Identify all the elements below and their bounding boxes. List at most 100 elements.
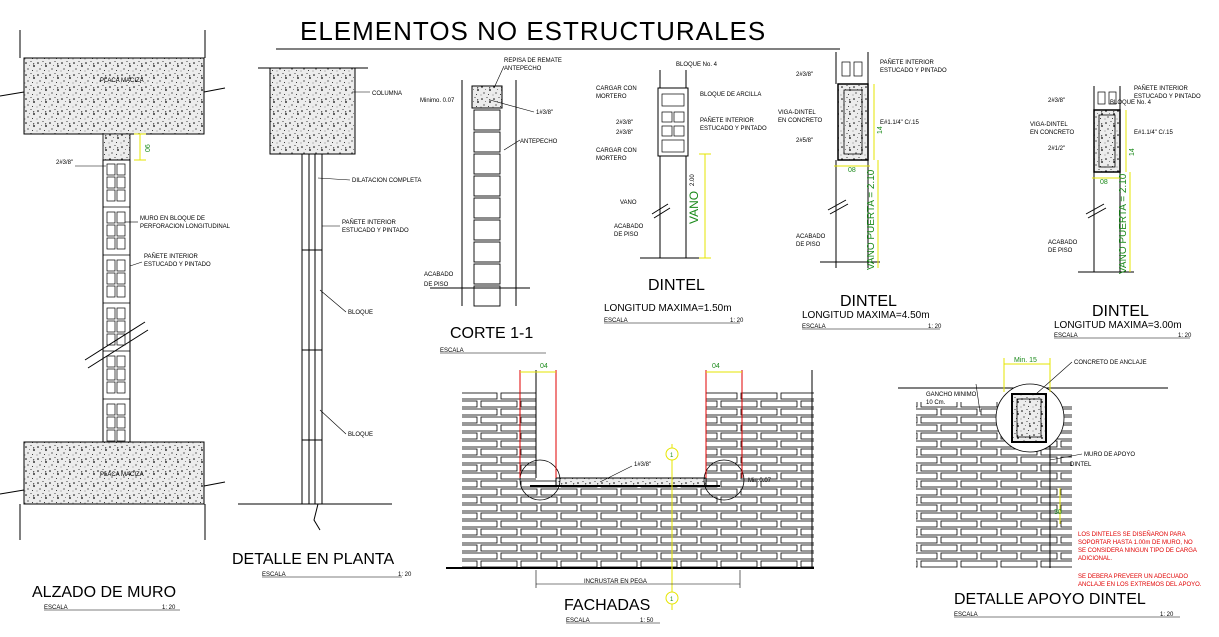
dintel1-scale-value: 1: 20	[730, 318, 744, 324]
block-cell	[116, 403, 126, 416]
planta-note-block-1: BLOQUE	[348, 310, 373, 316]
main-title: ELEMENTOS NO ESTRUCTURALES	[300, 16, 766, 46]
planta-scale-value: 1: 20	[398, 572, 412, 578]
alzado-title: ALZADO DE MURO	[32, 584, 176, 601]
block-cell	[116, 320, 126, 333]
dintel-1-detail: 2.00 VANO BLOQUE No. 4 CARGAR CON MORTER…	[596, 62, 767, 324]
fachadas-detail: 04 04 1 1 1#3/8" Min.0.07 INCRUSTAR EN P…	[446, 363, 814, 624]
apoyo-dim-min: Min. 15	[1014, 357, 1037, 364]
fachadas-dim-right: 04	[712, 363, 720, 370]
dintel2-dim-door: VANO PUERTA = 2.10	[866, 169, 877, 270]
apoyo-scale-value: 1: 20	[1160, 612, 1174, 618]
apoyo-red-note-1d: ADICIONAL.	[1078, 556, 1112, 562]
fachadas-note-pega: INCRUSTAR EN PEGA	[584, 579, 647, 585]
alzado-note-wall-2: PERFORACION LONGITUDINAL	[140, 224, 231, 230]
fachadas-section-mark-bottom: 1	[670, 597, 674, 603]
block-cell	[106, 307, 116, 320]
dintel3-note-finish-2: ESTUCADO Y PINTADO	[1134, 94, 1201, 100]
main-title-group: ELEMENTOS NO ESTRUCTURALES	[276, 16, 840, 50]
detalle-apoyo-dintel-detail: Min. 15 30 CONCRETO DE ANCLAJE GANCHO MI…	[898, 357, 1202, 618]
block-cell	[106, 285, 116, 298]
dintel1-note-floor: ACABADO	[614, 224, 644, 230]
dintel2-note-r2: 2#5/8"	[796, 138, 813, 144]
alzado-note-finish: PAÑETE INTERIOR	[144, 253, 199, 260]
block-cell	[116, 416, 126, 429]
block-cell	[116, 285, 126, 298]
dintel1-scale-label: ESCALA	[604, 318, 628, 324]
block-cell	[106, 211, 116, 224]
dintel3-dim-door: VANO PUERTA = 2.10	[1118, 173, 1129, 274]
apoyo-note-dintel: DINTEL	[1070, 462, 1092, 468]
apoyo-note-hook: GANCHO MINIMO	[926, 392, 977, 398]
block-cell	[106, 429, 116, 442]
dintel2-note-floor-2: DE PISO	[796, 242, 821, 248]
parapet-blocks	[473, 109, 501, 307]
dintel2-note-r1: 2#3/8"	[796, 72, 813, 78]
corte-note-min: Minimo. 0.07	[420, 98, 455, 104]
dintel3-note-r1: 2#3/8"	[1048, 98, 1065, 104]
alzado-note-wall: MURO EN BLOQUE DE	[140, 216, 205, 222]
apoyo-title: DETALLE APOYO DINTEL	[954, 591, 1146, 608]
dintel2-note-finish: PAÑETE INTERIOR	[880, 59, 935, 66]
dintel-2-detail: 14 08 VANO PUERTA = 2.10 2#3/8" PAÑETE I…	[778, 52, 947, 330]
dintel3-scale-label: ESCALA	[1054, 333, 1078, 339]
dintel3-note-block: BLOQUE No. 4	[1110, 100, 1152, 106]
block-cell	[106, 320, 116, 333]
alzado-rebar-label: 2#3/8"	[56, 160, 73, 166]
alzado-scale-value: 1: 20	[162, 605, 176, 611]
dintel3-scale-value: 1: 20	[1178, 333, 1192, 339]
dintel1-note-r1: 2#3/8"	[616, 120, 633, 126]
block-cell	[106, 333, 116, 346]
block-cell	[106, 259, 116, 272]
corte-title: CORTE 1-1	[450, 325, 533, 342]
dintel1-note-vano: VANO	[620, 200, 637, 206]
apoyo-red-note-1c: SE CONSIDERA NINGUN TIPO DE CARGA	[1078, 548, 1197, 554]
dintel1-length: LONGITUD MAXIMA=1.50m	[604, 303, 732, 314]
dintel1-note-finish-2: ESTUCADO Y PINTADO	[700, 126, 767, 132]
wall-blocks	[103, 163, 130, 448]
dintel2-dim-a: 14	[877, 126, 884, 134]
block-cell	[106, 416, 116, 429]
block-cell	[116, 211, 126, 224]
dintel2-note-floor: ACABADO	[796, 234, 826, 240]
dintel2-scale-label: ESCALA	[802, 324, 826, 330]
planta-title: DETALLE EN PLANTA	[232, 551, 394, 568]
block-cell	[473, 131, 501, 153]
dintel3-dim-a: 14	[1129, 148, 1136, 156]
fachadas-title: FACHADAS	[564, 597, 650, 614]
dintel-3-detail: 14 08 VANO PUERTA = 2.10 BLOQUE No. 4 PA…	[1030, 85, 1201, 339]
corte-1-1-detail: REPISA DE REMATE ANTEPECHO Minimo. 0.07 …	[420, 58, 562, 354]
dintel1-note-load2: CARGAR CON	[596, 148, 637, 154]
dintel1-note-load1: CARGAR CON	[596, 86, 637, 92]
alzado-scale-label: ESCALA	[44, 605, 68, 611]
corte-note-floor-2: DE PISO	[424, 282, 449, 288]
dintel2-length: LONGITUD MAXIMA=4.50m	[802, 310, 930, 321]
block-cell	[106, 224, 116, 237]
block-cell	[106, 355, 116, 368]
fachadas-scale-value: 1: 50	[640, 618, 654, 624]
planta-note-block-2: BLOQUE	[348, 432, 373, 438]
block-cell	[116, 368, 126, 381]
block-cell	[473, 219, 501, 241]
block-cell	[473, 109, 501, 131]
fachadas-scale-label: ESCALA	[566, 618, 590, 624]
block-cell	[473, 263, 501, 285]
apoyo-note-anchor: CONCRETO DE ANCLAJE	[1074, 360, 1147, 366]
dintel3-dim-b: 08	[1100, 179, 1108, 186]
dintel1-note-load1-2: MORTERO	[596, 94, 627, 100]
dintel3-length: LONGITUD MAXIMA=3.00m	[1054, 320, 1182, 331]
dintel2-note-beam-2: EN CONCRETO	[778, 118, 823, 124]
dintel3-title: DINTEL	[1092, 303, 1149, 320]
dintel2-note-stirrup: E#1.1/4" C/.15	[880, 120, 919, 126]
dintel2-dim-b: 08	[848, 167, 856, 174]
planta-note-finish: PAÑETE INTERIOR	[342, 219, 397, 226]
dintel1-note-r2: 2#3/8"	[616, 130, 633, 136]
dintel1-note-load2-2: MORTERO	[596, 156, 627, 162]
corte-note-floor: ACABADO	[424, 272, 454, 278]
apoyo-note-wall: MURO DE APOYO	[1084, 452, 1135, 458]
apoyo-red-note-1a: LOS DINTELES SE DISEÑARON PARA	[1078, 531, 1186, 538]
dintel1-note-block: BLOQUE No. 4	[676, 62, 718, 68]
block-cell	[116, 237, 126, 250]
block-cell	[106, 237, 116, 250]
block-cell	[106, 176, 116, 189]
